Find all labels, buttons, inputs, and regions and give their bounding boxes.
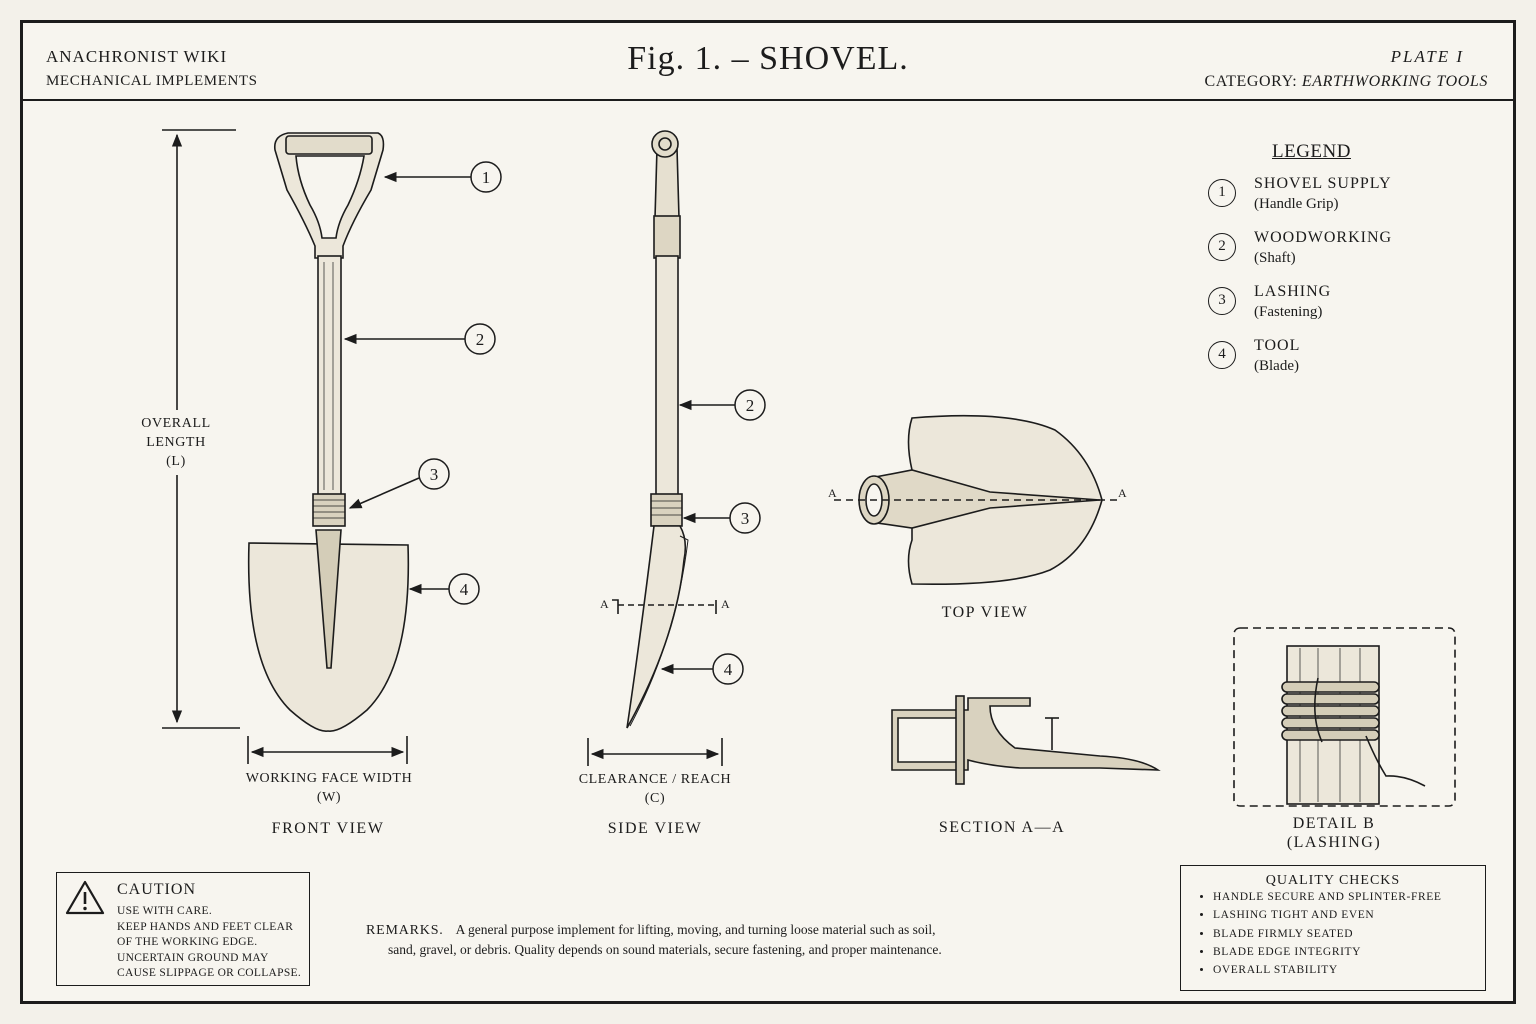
detail-label-line: (LASHING) bbox=[1286, 834, 1382, 851]
callout-4-side: 4 bbox=[712, 653, 744, 685]
side-view-label: SIDE VIEW bbox=[607, 820, 703, 837]
callout-1-front: 1 bbox=[470, 161, 502, 193]
callout-3-front: 3 bbox=[418, 458, 450, 490]
section-name: MECHANICAL IMPLEMENTS bbox=[46, 73, 258, 89]
quality-checks-list: HANDLE SECURE AND SPLINTER-FREE LASHING … bbox=[1199, 888, 1441, 979]
quality-checks-box: QUALITY CHECKS HANDLE SECURE AND SPLINTE… bbox=[1180, 865, 1486, 991]
page-title: Fig. 1. – SHOVEL. bbox=[627, 40, 909, 77]
site-name: ANACHRONIST WIKI bbox=[46, 47, 228, 66]
width-label: WORKING FACE WIDTH (W) bbox=[229, 769, 429, 807]
caution-line: USE WITH CARE. bbox=[117, 905, 213, 917]
plate-number: PLATE I bbox=[1390, 47, 1464, 66]
caution-line: UNCERTAIN GROUND MAY bbox=[117, 951, 269, 964]
grip-bar bbox=[285, 135, 373, 155]
length-label-line: OVERALL bbox=[141, 416, 211, 431]
legend-number: 4 bbox=[1208, 341, 1236, 369]
front-shaft bbox=[317, 255, 342, 497]
side-shaft bbox=[655, 255, 679, 497]
section-mark-side-right: A bbox=[721, 597, 730, 611]
callout-4-front: 4 bbox=[448, 573, 480, 605]
legend-sub: (Shaft) bbox=[1254, 250, 1296, 266]
callout-3-side: 3 bbox=[729, 502, 761, 534]
svg-text:2: 2 bbox=[746, 396, 755, 415]
remarks-line: sand, gravel, or debris. Quality depends… bbox=[388, 942, 942, 957]
length-label-line: (L) bbox=[166, 454, 186, 469]
quality-check-item: HANDLE SECURE AND SPLINTER-FREE bbox=[1213, 888, 1441, 906]
front-view-shovel bbox=[247, 132, 410, 732]
legend-sub: (Handle Grip) bbox=[1254, 196, 1339, 212]
plate-frame bbox=[20, 20, 1516, 1004]
warning-triangle-icon bbox=[65, 880, 105, 915]
detail-lashing bbox=[1281, 645, 1426, 805]
legend-sub: (Blade) bbox=[1254, 358, 1299, 374]
caution-line: OF THE WORKING EDGE. bbox=[117, 936, 258, 948]
quality-check-item: BLADE FIRMLY SEATED bbox=[1213, 925, 1441, 943]
legend-name: SHOVEL SUPPLY bbox=[1254, 175, 1392, 192]
detail-label-line: DETAIL B bbox=[1292, 815, 1376, 832]
header-right: PLATE I CATEGORY: EARTHWORKING TOOLS bbox=[1204, 44, 1488, 94]
callout-2-front: 2 bbox=[464, 323, 496, 355]
section-view-label: SECTION A—A bbox=[938, 819, 1066, 836]
legend-number: 1 bbox=[1208, 179, 1236, 207]
remarks-line: A general purpose implement for lifting,… bbox=[455, 922, 936, 937]
width-label-line: (W) bbox=[316, 790, 342, 805]
quality-checks-title: QUALITY CHECKS bbox=[1265, 873, 1401, 888]
grip-end bbox=[651, 130, 679, 158]
caution-line: KEEP HANDS AND FEET CLEAR bbox=[117, 920, 294, 933]
length-label-line: LENGTH bbox=[146, 435, 206, 450]
caution-line: CAUSE SLIPPAGE OR COLLAPSE. bbox=[117, 967, 302, 979]
svg-text:2: 2 bbox=[476, 330, 485, 349]
legend-number: 2 bbox=[1208, 233, 1236, 261]
clearance-label-line: (C) bbox=[644, 791, 666, 806]
front-lashing bbox=[312, 493, 346, 527]
clearance-label-line: CLEARANCE / REACH bbox=[578, 772, 732, 787]
legend-name: WOODWORKING bbox=[1254, 229, 1393, 246]
header-left: ANACHRONIST WIKI MECHANICAL IMPLEMENTS bbox=[46, 44, 258, 94]
length-label: OVERALL LENGTH (L) bbox=[126, 414, 226, 471]
side-socket bbox=[653, 215, 681, 259]
remarks: REMARKS. A general purpose implement for … bbox=[366, 920, 1066, 959]
svg-text:4: 4 bbox=[460, 580, 469, 599]
clearance-label: CLEARANCE / REACH (C) bbox=[565, 770, 745, 808]
category-line: CATEGORY: EARTHWORKING TOOLS bbox=[1204, 69, 1488, 94]
callout-2-side: 2 bbox=[734, 389, 766, 421]
svg-text:3: 3 bbox=[741, 509, 750, 528]
category-label: CATEGORY: bbox=[1204, 73, 1298, 90]
svg-text:4: 4 bbox=[724, 660, 733, 679]
quality-check-item: OVERALL STABILITY bbox=[1213, 961, 1441, 979]
quality-check-item: LASHING TIGHT AND EVEN bbox=[1213, 906, 1441, 924]
top-view-label: TOP VIEW bbox=[941, 604, 1029, 621]
front-blade-spine bbox=[315, 529, 342, 669]
d-handle-opening bbox=[295, 155, 365, 239]
caution-box: CAUTION USE WITH CARE. KEEP HANDS AND FE… bbox=[56, 872, 310, 986]
section-profile bbox=[891, 695, 1161, 785]
detail-frame bbox=[1233, 627, 1456, 807]
side-blade bbox=[626, 525, 687, 729]
side-view-shovel bbox=[626, 130, 689, 729]
category-value: EARTHWORKING TOOLS bbox=[1301, 73, 1488, 90]
header-rule bbox=[20, 99, 1516, 101]
remarks-label: REMARKS. bbox=[366, 923, 444, 938]
section-mark-side-left: A bbox=[600, 597, 609, 611]
legend-name: TOOL bbox=[1254, 337, 1301, 354]
svg-text:1: 1 bbox=[482, 168, 491, 187]
side-lashing bbox=[650, 493, 683, 527]
caution-text: USE WITH CARE. KEEP HANDS AND FEET CLEAR… bbox=[117, 904, 301, 982]
legend-name: LASHING bbox=[1254, 283, 1332, 300]
svg-text:3: 3 bbox=[430, 465, 439, 484]
side-grip bbox=[654, 147, 680, 219]
section-mark-top-right: A bbox=[1118, 486, 1127, 500]
width-label-line: WORKING FACE WIDTH bbox=[245, 771, 413, 786]
quality-check-item: BLADE EDGE INTEGRITY bbox=[1213, 943, 1441, 961]
callouts: 1 2 3 4 2 3 4 bbox=[418, 161, 766, 685]
caution-title: CAUTION bbox=[117, 881, 196, 898]
legend-sub: (Fastening) bbox=[1254, 304, 1323, 320]
detail-view-label: DETAIL B (LASHING) bbox=[1234, 814, 1434, 852]
legend-title: LEGEND bbox=[1272, 141, 1351, 162]
front-view-label: FRONT VIEW bbox=[271, 820, 385, 837]
legend-number: 3 bbox=[1208, 287, 1236, 315]
section-mark-top-left: A bbox=[828, 486, 837, 500]
